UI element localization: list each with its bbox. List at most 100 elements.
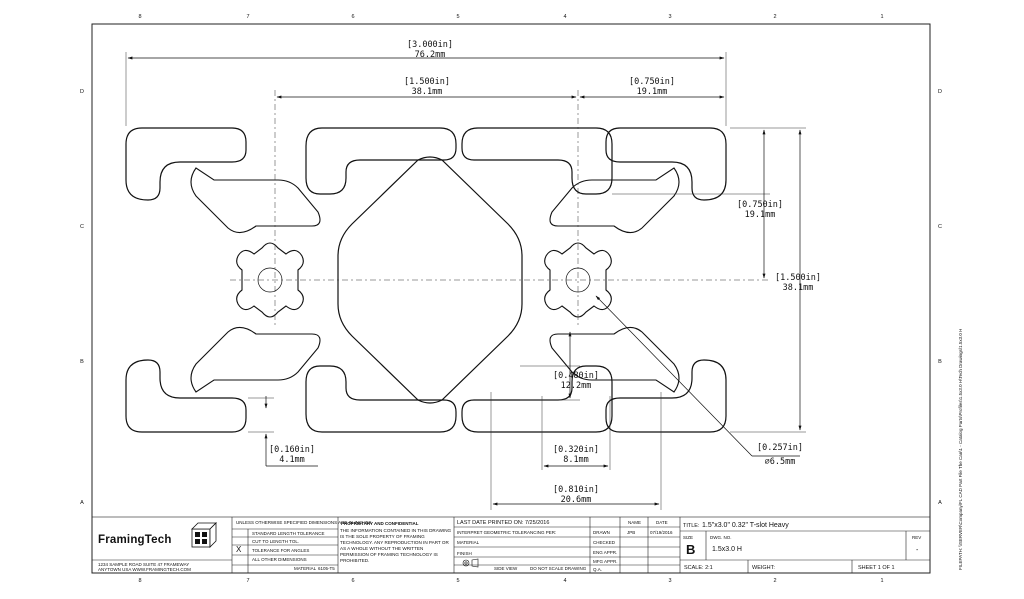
dim-overall-height-in: [1.500in] — [775, 273, 821, 283]
zone-row-b-right: B — [938, 359, 942, 365]
eng-label: ENG APPR. — [593, 550, 617, 555]
extension-lines — [125, 52, 806, 510]
title-value: 1.5"x3.0" 0.32" T-slot Heavy — [702, 522, 789, 529]
tolerance-row-1: STANDARD LENGTH TOLERANCE — [252, 531, 325, 536]
zone-col-7-bottom: 7 — [246, 578, 249, 584]
title-label: TITLE: — [683, 523, 700, 529]
right-upper-cavity — [549, 167, 680, 234]
dim-slot-width-mm: 20.6mm — [561, 495, 592, 505]
dim-slot-opening-mm: 8.1mm — [563, 455, 589, 465]
left-core-bore — [236, 242, 304, 318]
zone-col-6: 6 — [351, 14, 354, 20]
last-printed: LAST DATE PRINTED ON: 7/25/2016 — [457, 520, 549, 526]
dim-overall-height-mm: 38.1mm — [783, 283, 814, 293]
zone-col-1: 1 — [880, 14, 883, 20]
checked-label: CHECKED — [593, 540, 616, 545]
zone-col-2: 2 — [773, 14, 776, 20]
dim-bore-mm: ∅6.5mm — [765, 457, 796, 467]
dimension-lines — [127, 56, 802, 506]
zone-col-7: 7 — [246, 14, 249, 20]
tolerance-row-4: ALL OTHER DIMENSIONS — [252, 557, 307, 562]
company-logo: FramingTech 1234 SAMPLE ROAD SUITE 47 FR… — [98, 522, 217, 572]
tolerance-row-2: CUT TO LENGTH TOL. — [252, 539, 299, 544]
dim-lip-mm: 4.1mm — [279, 455, 305, 465]
proprietary-block: PROPRIETARY AND CONFIDENTIAL THE INFORMA… — [340, 521, 452, 563]
material-row-label: MATERIAL — [457, 540, 480, 545]
view-label: SIDE VIEW — [494, 566, 518, 571]
sheet-label: SHEET 1 OF 1 — [858, 565, 895, 571]
zone-row-a-right: A — [938, 500, 942, 506]
date-header: DATE — [656, 520, 668, 525]
title-area: TITLE: 1.5"x3.0" 0.32" T-slot Heavy SIZE… — [683, 522, 921, 571]
zone-row-a-left: A — [80, 500, 84, 506]
dwg-value: 1.5x3.0 H — [712, 546, 742, 553]
dim-slot-depth-in: [0.480in] — [553, 371, 599, 381]
dim-overall-width-mm: 76.2mm — [415, 50, 446, 60]
qa-label: Q.A. — [593, 567, 602, 572]
name-header: NAME — [628, 520, 641, 525]
material-value-left: 6105-T5 — [318, 566, 335, 571]
dim-slot-depth-mm: 12.2mm — [561, 381, 592, 391]
do-not-scale: DO NOT SCALE DRAWING — [530, 566, 587, 571]
size-value: B — [686, 542, 695, 557]
zone-col-5: 5 — [456, 14, 459, 20]
zone-col-4: 4 — [563, 14, 566, 20]
zone-row-c-left: C — [80, 224, 84, 230]
zone-col-3-bottom: 3 — [668, 578, 671, 584]
material-label-left: MATERIAL — [294, 566, 317, 571]
zone-labels-left: D C B A — [80, 89, 84, 506]
zone-col-5-bottom: 5 — [456, 578, 459, 584]
tolerance-row-3: TOLERANCE FOR ANGLES — [252, 548, 309, 553]
scale-label: SCALE: 2:1 — [684, 565, 713, 571]
right-lower-cavity — [549, 326, 680, 393]
dim-half-width-mm: 19.1mm — [637, 87, 668, 97]
tolerance-heading: UNLESS OTHERWISE SPECIFIED DIMENSIONS AR… — [236, 520, 371, 525]
rev-label: REV — [912, 535, 921, 540]
tolerance-check: X — [236, 545, 242, 554]
corner-lobe-bottom-right — [605, 359, 727, 433]
dim-half-height-mm: 19.1mm — [745, 210, 776, 220]
zone-row-c-right: C — [938, 224, 942, 230]
drawn-date: 07/19/2016 — [650, 530, 673, 535]
drawn-label: DRAWN — [593, 530, 610, 535]
center-diamond-cavity — [337, 156, 523, 404]
logo-wordmark: FramingTech — [98, 534, 172, 546]
zone-row-b-left: B — [80, 359, 84, 365]
dim-bore-in: [0.257in] — [757, 443, 803, 453]
dim-slot-width-in: [0.810in] — [553, 485, 599, 495]
zone-col-8: 8 — [138, 14, 141, 20]
weight-label: WEIGHT: — [752, 565, 775, 571]
dim-half-width-in: [0.750in] — [629, 77, 675, 87]
dwg-label: DWG. NO. — [710, 535, 732, 540]
zone-row-d-left: D — [80, 89, 84, 95]
proprietary-text: THE INFORMATION CONTAINED IN THIS DRAWIN… — [340, 528, 452, 563]
left-upper-cavity — [190, 167, 321, 234]
dim-lip-in: [0.160in] — [269, 445, 315, 455]
drawing-info-block: LAST DATE PRINTED ON: 7/25/2016 INTERPRE… — [457, 520, 587, 571]
title-block-frame — [91, 516, 931, 574]
rev-value: - — [916, 547, 919, 554]
approval-block: NAME DATE DRAWN JPB 07/19/2016 CHECKED E… — [593, 520, 673, 572]
top-lobe-right — [461, 127, 613, 195]
left-lower-cavity — [190, 326, 321, 393]
dim-slot-spacing-in: [1.500in] — [404, 77, 450, 87]
outer-border — [91, 23, 931, 574]
zone-col-2-bottom: 2 — [773, 578, 776, 584]
bottom-lobe-left — [305, 365, 457, 433]
finish-label: FINISH — [457, 551, 472, 556]
mfg-label: MFG APPR. — [593, 559, 618, 564]
dim-line-bore-leader — [595, 295, 753, 457]
corner-lobe-top-right — [605, 127, 727, 201]
zone-col-6-bottom: 6 — [351, 578, 354, 584]
zone-labels-right: D C B A — [938, 89, 942, 506]
file-path-label: FILEPATH: \\SERVER\Company\FL CAD Part F… — [958, 329, 963, 570]
dimension-labels: [3.000in] 76.2mm [1.500in] 38.1mm [0.750… — [269, 40, 821, 505]
dim-half-height-in: [0.750in] — [737, 200, 783, 210]
right-core-bore — [544, 242, 612, 318]
corner-lobe-top-left — [125, 127, 247, 201]
centerlines — [230, 90, 770, 325]
corner-lobe-bottom-left — [125, 359, 247, 433]
top-lobe-left — [305, 127, 457, 195]
title-block — [91, 516, 931, 574]
proprietary-heading: PROPRIETARY AND CONFIDENTIAL — [341, 521, 419, 526]
